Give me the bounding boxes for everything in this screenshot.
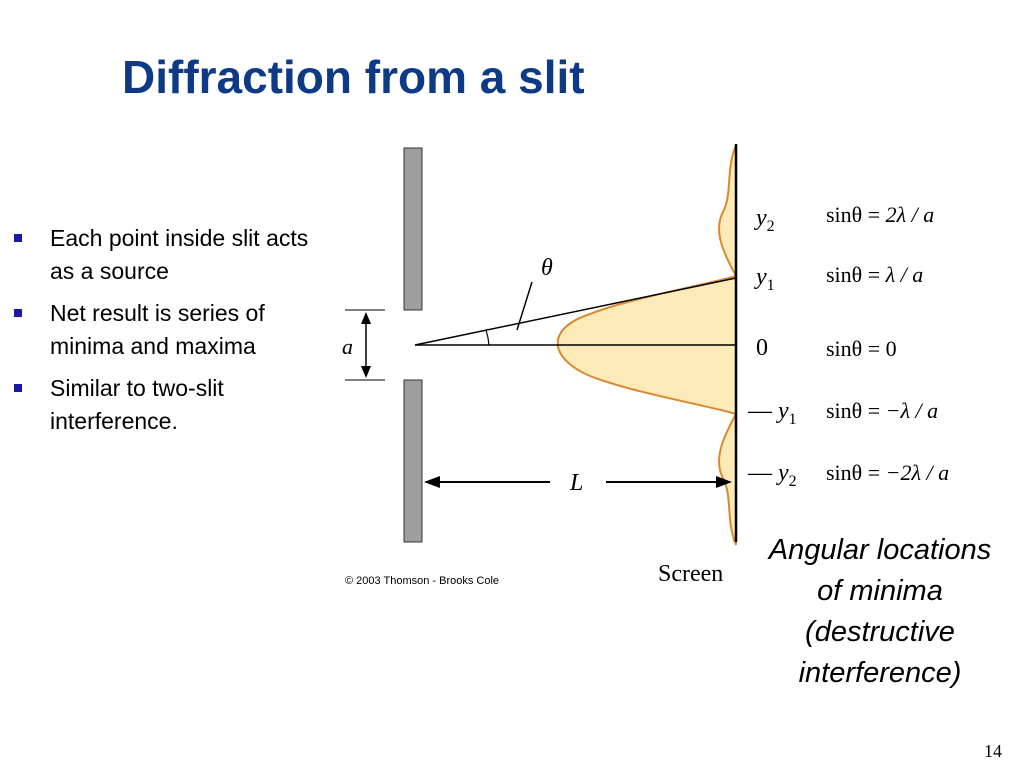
svg-text:y2: y2: [754, 205, 775, 235]
copyright-text: © 2003 Thomson - Brooks Cole: [345, 575, 499, 587]
bullet-text: Similar to two-slit interference.: [50, 375, 224, 434]
slit-width-label: a: [342, 334, 353, 359]
square-bullet-icon: [14, 309, 22, 317]
bullet-text: Net result is series of minima and maxim…: [50, 300, 265, 359]
diagram-caption: Angular locations of minima (destructive…: [768, 534, 992, 689]
bullet-list: Each point inside slit acts as a source …: [14, 222, 334, 447]
position-label: y1: [754, 264, 775, 294]
minimum-equation: sinθ = −λ / a: [826, 398, 938, 423]
angle-label: θ: [541, 255, 553, 281]
angled-ray: [414, 277, 737, 346]
angle-arc: [485, 329, 490, 346]
minimum-equation: sinθ = 2λ / a: [826, 202, 934, 227]
position-label: — y1: [747, 398, 797, 428]
bullet-text: Each point inside slit acts as a source: [50, 225, 309, 284]
page-number: 14: [984, 741, 1002, 761]
bullet-item: Similar to two-slit interference.: [14, 372, 334, 438]
position-label: 0: [756, 335, 768, 361]
theta-pointer: [516, 281, 533, 331]
svg-text:y1: y1: [754, 264, 775, 294]
upper-barrier: [403, 147, 423, 311]
svg-text:0: 0: [756, 335, 768, 361]
square-bullet-icon: [14, 384, 22, 392]
position-label: — y2: [747, 460, 797, 490]
minimum-equation: sinθ = λ / a: [826, 262, 923, 287]
distance-label: L: [569, 470, 583, 496]
svg-text:— y2: — y2: [747, 460, 797, 490]
slit-diffraction-diagram: a θ Screen L © 2003 Thomson - Brooks Col…: [342, 144, 949, 587]
position-label: y2: [754, 205, 775, 235]
bullet-item: Each point inside slit acts as a source: [14, 222, 334, 288]
maximum-equation: sinθ = 0: [826, 336, 897, 361]
bullet-item: Net result is series of minima and maxim…: [14, 297, 334, 363]
svg-text:— y1: — y1: [747, 398, 797, 428]
square-bullet-icon: [14, 234, 22, 242]
lower-barrier: [403, 379, 423, 543]
slide-title: Diffraction from a slit: [122, 51, 585, 103]
screen-label: Screen: [658, 561, 723, 587]
minimum-equation: sinθ = −2λ / a: [826, 460, 949, 485]
